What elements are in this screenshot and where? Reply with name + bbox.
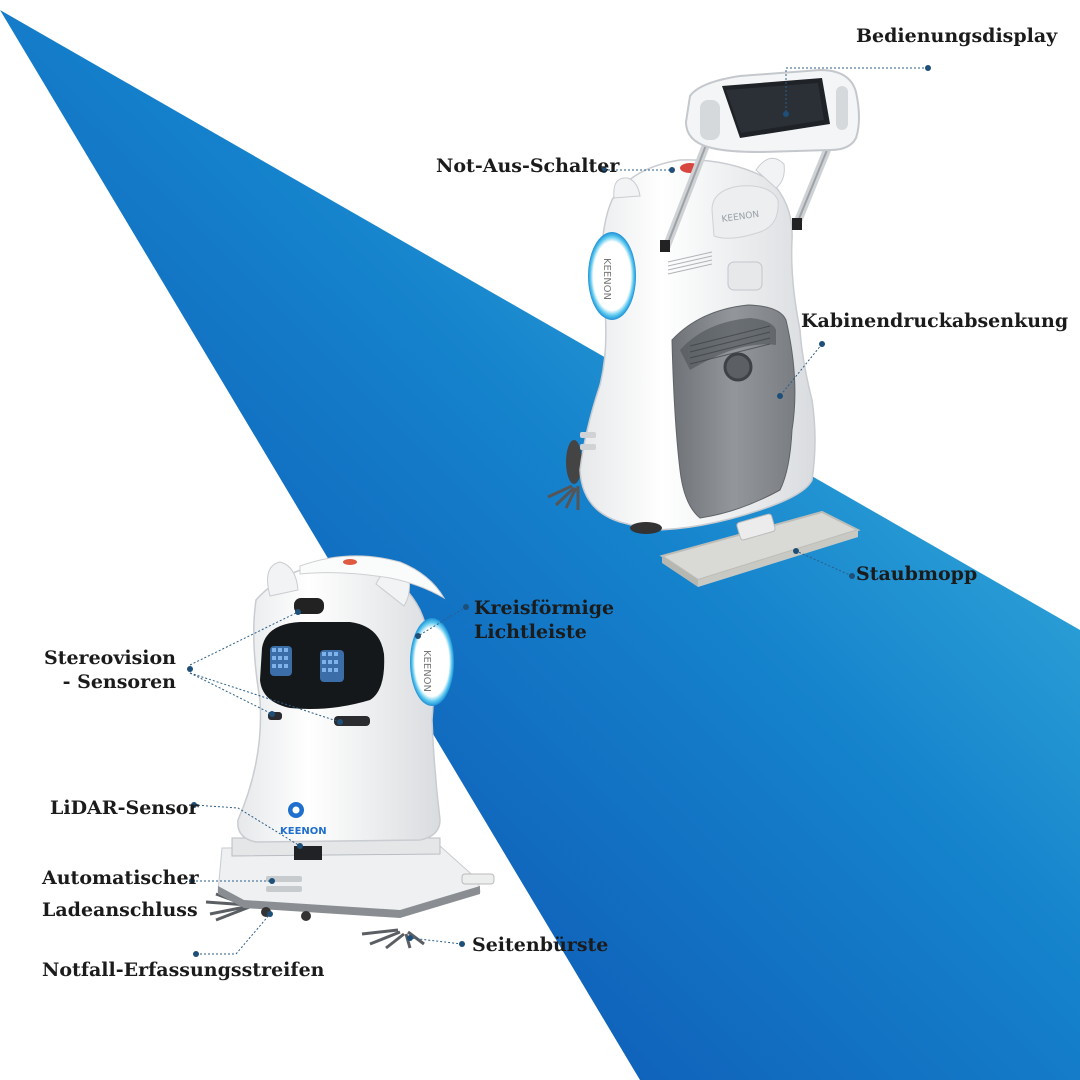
- svg-text:KEENON: KEENON: [601, 258, 612, 300]
- background-band: [0, 10, 1080, 1080]
- label-stereo-vision: Stereovision - Sensoren: [40, 646, 176, 694]
- robot-with-handle: KEENON KEENON: [547, 68, 861, 587]
- label-cabin-pressure: Kabinendruckabsenkung: [801, 310, 1069, 332]
- label-control-display: Bedienungsdisplay: [856, 25, 1058, 47]
- lidar-window: [294, 846, 322, 860]
- side-light-ring: [588, 232, 636, 320]
- leader-dots: [187, 65, 931, 957]
- circular-light-bar-ring: [410, 618, 454, 706]
- label-dust-mop: Staubmopp: [856, 563, 978, 585]
- label-circular-light-bar-line2: Lichtleiste: [474, 621, 587, 643]
- label-side-brush: Seitenbürste: [472, 934, 609, 956]
- label-stereo-vision-line2: - Sensoren: [62, 671, 176, 693]
- label-auto-charging-line1: Automatischer: [42, 867, 199, 889]
- label-auto-charging-line2: Ladeanschluss: [42, 899, 198, 921]
- label-stereo-vision-line1: Stereovision: [43, 647, 176, 669]
- charging-contact: [266, 876, 302, 882]
- label-circular-light-bar-line1: Kreisförmige: [474, 597, 615, 619]
- label-circular-light-bar: Kreisförmige Lichtleiste: [474, 596, 614, 644]
- top-stereo-camera: [294, 598, 324, 614]
- leader-lines: [189, 67, 928, 955]
- label-emergency-stop: Not-Aus-Schalter: [436, 155, 620, 177]
- label-lidar-sensor: LiDAR-Sensor: [50, 797, 199, 819]
- keenon-logo: KEENON: [280, 802, 327, 837]
- label-emergency-strip: Notfall-Erfassungsstreifen: [42, 959, 325, 981]
- lower-stereo-camera-right: [334, 716, 370, 726]
- svg-text:KEENON: KEENON: [280, 826, 327, 837]
- robot-cleaner: KEENON KEENON: [205, 555, 495, 950]
- svg-text:KEENON: KEENON: [421, 650, 432, 692]
- label-auto-charging: Automatischer Ladeanschluss: [42, 866, 199, 922]
